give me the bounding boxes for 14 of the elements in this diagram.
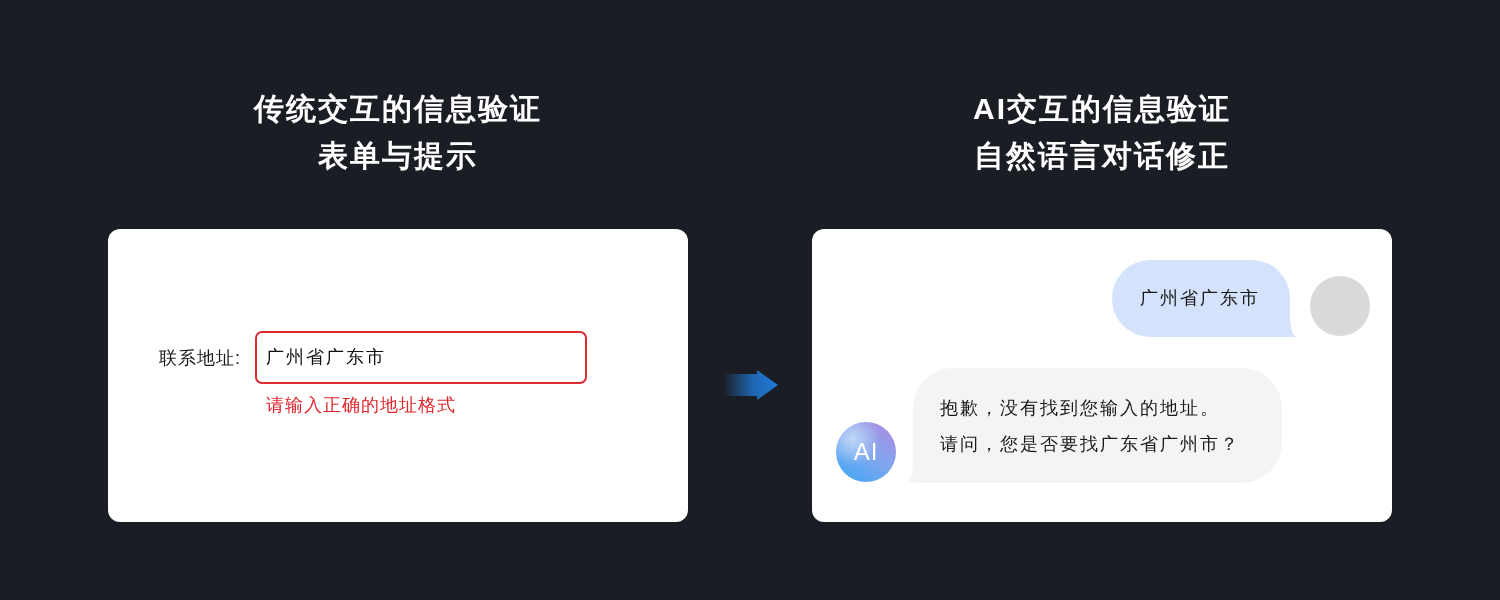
- section-subtitle: 表单与提示: [318, 138, 478, 174]
- avatar-icon: [1310, 276, 1370, 336]
- section-title: AI交互的信息验证: [973, 91, 1231, 127]
- input-field: 广州省广东市: [255, 331, 587, 384]
- section-title: 传统交互的信息验证: [254, 91, 542, 127]
- chat-bubble: [1112, 260, 1296, 337]
- avatar: AI: [836, 422, 896, 482]
- message-text: 广州省广东市: [1140, 287, 1260, 310]
- field-label: 联系地址:: [159, 347, 241, 370]
- section-subtitle: 自然语言对话修正: [974, 138, 1230, 174]
- error-message: 请输入正确的地址格式: [266, 394, 456, 417]
- message-text: 请问，您是否要找广东省广州市？: [940, 433, 1240, 456]
- message-text: 抱歉，没有找到您输入的地址。: [940, 397, 1220, 420]
- arrow: [723, 370, 778, 400]
